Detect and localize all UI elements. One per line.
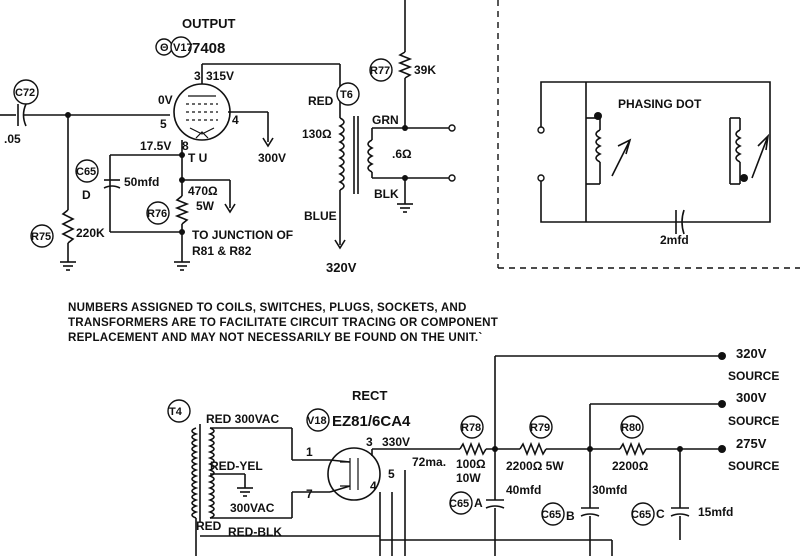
r77-value: 39K <box>414 63 436 77</box>
v300-label: 300V <box>258 151 286 165</box>
c65d-value: 50mfd <box>124 175 159 189</box>
c65a-value: 40mfd <box>506 483 541 497</box>
r80-value: 2200Ω <box>612 459 649 473</box>
pin3: 3 <box>194 69 201 83</box>
r78-watt: 10W <box>456 471 481 485</box>
redyel-label: RED-YEL <box>210 459 263 473</box>
pin4: 4 <box>232 113 239 127</box>
c65c-value: 15mfd <box>698 505 733 519</box>
src1-voltage: 320V <box>736 346 767 361</box>
c72-ref: C72 <box>15 87 35 99</box>
blue-label: BLUE <box>304 209 337 223</box>
rect-pin7: 7 <box>306 487 313 501</box>
phasing-dot-label: PHASING DOT <box>618 97 702 111</box>
pin5: 5 <box>160 117 167 131</box>
r76-ref: R76 <box>147 208 167 220</box>
output-label: OUTPUT <box>182 16 236 31</box>
rect-label: RECT <box>352 388 387 403</box>
transformer-t4 <box>167 399 381 556</box>
c65b-sect: B <box>566 509 575 523</box>
r79-value: 2200Ω 5W <box>506 459 564 473</box>
r78-ref: R78 <box>461 422 481 434</box>
junction-line1: TO JUNCTION OF <box>192 228 293 242</box>
t4-ref: T4 <box>169 406 183 418</box>
rect-pin1: 1 <box>306 445 313 459</box>
rect-pin3: 3 <box>366 435 373 449</box>
tube-code: T U <box>188 151 207 165</box>
v0: 0V <box>158 93 173 107</box>
src2-voltage: 300V <box>736 390 767 405</box>
c65c-ref: C65 <box>631 509 651 521</box>
v18-ref: V18 <box>307 415 327 427</box>
src3-label: SOURCE <box>728 459 779 473</box>
c65c-sect: C <box>656 507 665 521</box>
tube-v18 <box>327 447 381 501</box>
r78-value: 100Ω <box>456 457 486 471</box>
r76-watt: 5W <box>196 199 215 213</box>
v175: 17.5V <box>140 139 171 153</box>
src3-voltage: 275V <box>736 436 767 451</box>
v315: 315V <box>206 69 234 83</box>
vac300-label: 300VAC <box>230 501 275 515</box>
grn-label: GRN <box>372 113 399 127</box>
v17-prefix: Θ <box>160 42 169 54</box>
rect-pin4: 4 <box>370 479 377 493</box>
c72-value: .05 <box>4 132 21 146</box>
c65b-ref: C65 <box>541 509 561 521</box>
red300-label: RED 300VAC <box>206 412 279 426</box>
r80-ref: R80 <box>621 422 641 434</box>
red-label: RED <box>308 94 334 108</box>
v18-type: EZ81/6CA4 <box>332 413 411 430</box>
tube-v17 <box>173 83 231 141</box>
blk-label: BLK <box>374 187 399 201</box>
junction-line2: R81 & R82 <box>192 244 252 258</box>
rect-pin5: 5 <box>388 467 395 481</box>
component-numbering-note: NUMBERS ASSIGNED TO COILS, SWITCHES, PLU… <box>68 301 499 344</box>
r79-ref: R79 <box>530 422 550 434</box>
c65d-ref: C65 <box>76 166 96 178</box>
v17-type: 7408 <box>192 40 225 57</box>
src2-label: SOURCE <box>728 414 779 428</box>
ohm6: .6Ω <box>392 147 412 161</box>
r75-ref: R75 <box>31 231 51 243</box>
c65a-ref: C65 <box>449 498 469 510</box>
pin8: 8 <box>182 139 189 153</box>
v330: 330V <box>382 435 410 449</box>
phasing-cap-value: 2mfd <box>660 233 689 247</box>
ohm130: 130Ω <box>302 127 332 141</box>
t6-ref: T6 <box>340 89 353 101</box>
r77-ref: R77 <box>370 65 390 77</box>
r75-value: 220K <box>76 226 105 240</box>
src1-label: SOURCE <box>728 369 779 383</box>
c65b-value: 30mfd <box>592 483 627 497</box>
ma72: 72ma. <box>412 455 446 469</box>
red-label-bottom: RED <box>196 519 222 533</box>
redblk-label: RED-BLK <box>228 525 282 539</box>
v17-ref: V17 <box>173 42 193 54</box>
c65d-sect: D <box>82 188 91 202</box>
phasing-diagram <box>537 81 771 235</box>
v320-label: 320V <box>326 260 357 275</box>
c65a-sect: A <box>474 496 483 510</box>
r76-value: 470Ω <box>188 184 218 198</box>
c72-ref-circle <box>13 79 39 105</box>
